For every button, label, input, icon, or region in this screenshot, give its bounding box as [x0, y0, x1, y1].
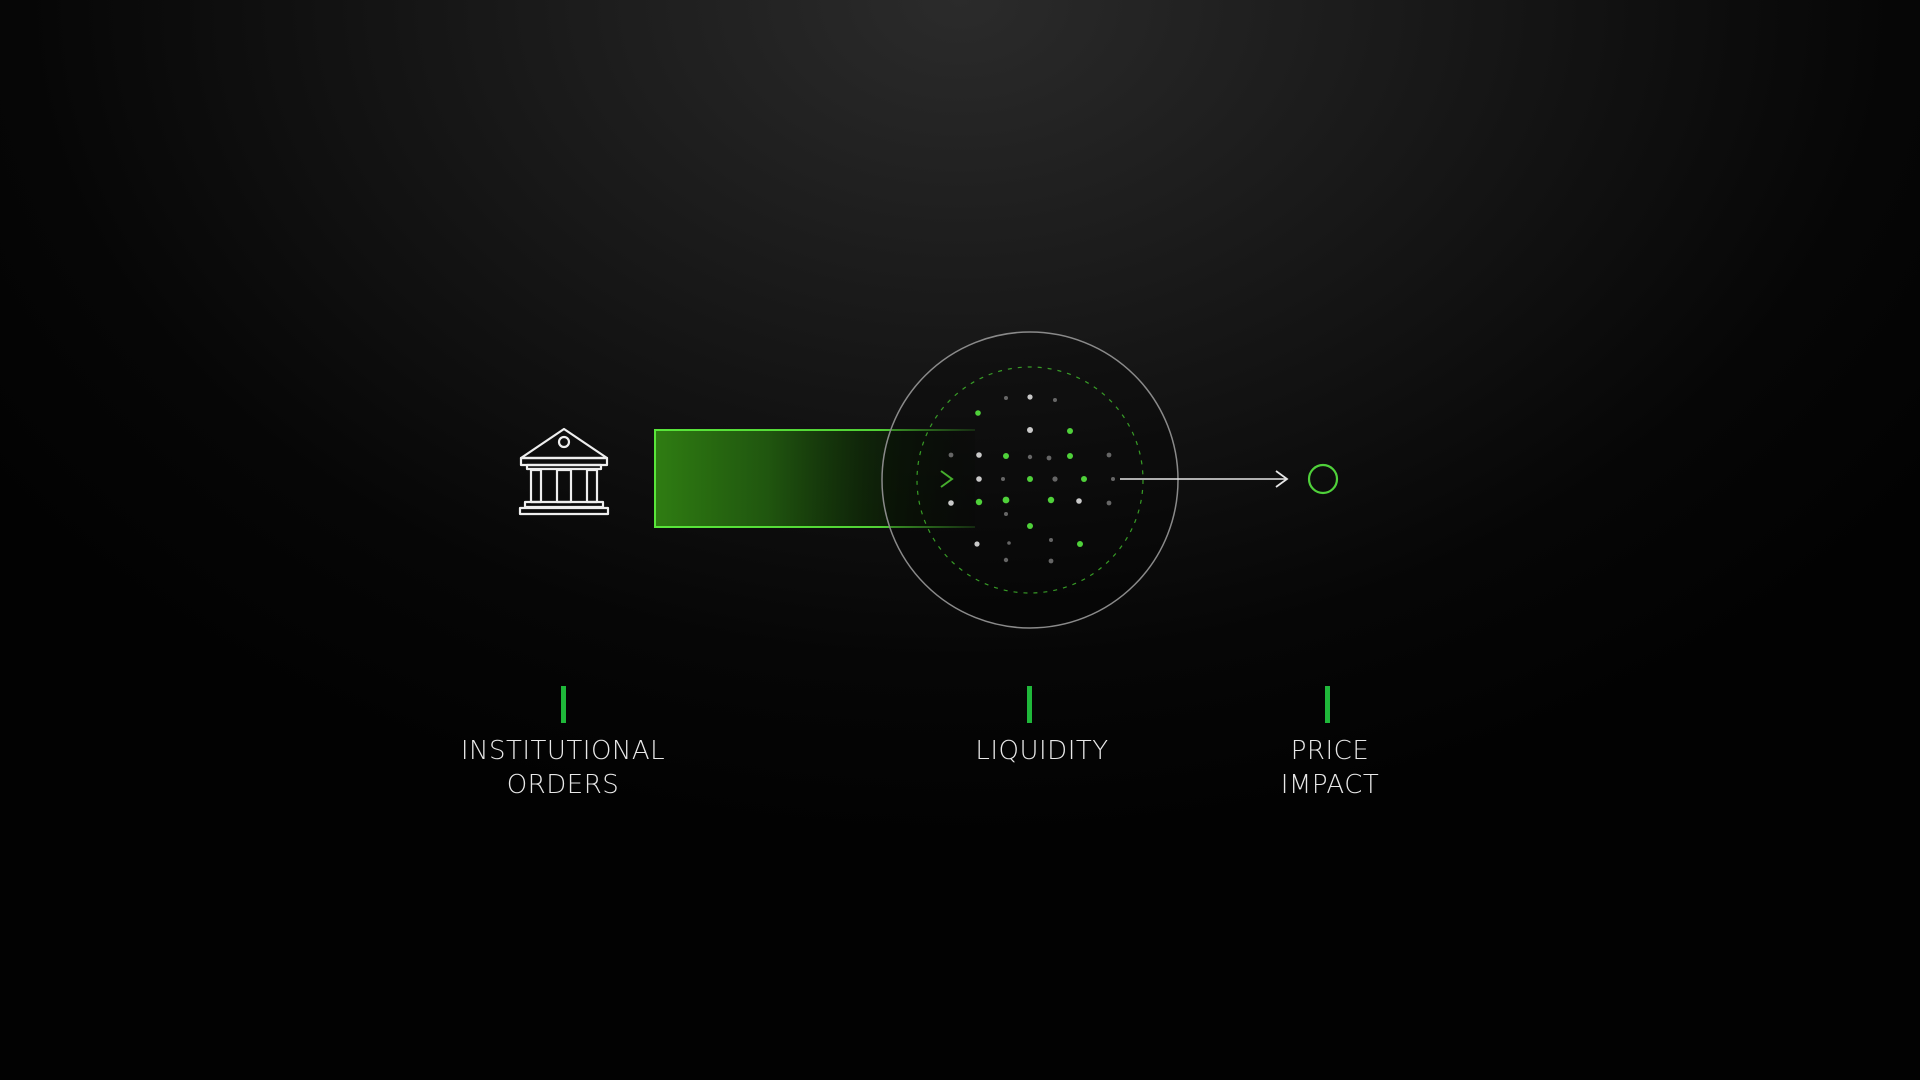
bank-building-icon	[518, 427, 610, 516]
liquidity-particle	[1002, 496, 1010, 504]
liquidity-particle	[1027, 476, 1033, 482]
liquidity-particle	[1046, 455, 1052, 461]
liquidity-particle	[1003, 557, 1009, 563]
liquidity-label-line1: LIQUIDITY	[975, 736, 1109, 766]
liquidity-particle	[1001, 477, 1005, 481]
price-impact-label-line1: PRICE	[1290, 736, 1370, 766]
liquidity-label: LIQUIDITY	[892, 734, 1192, 768]
institutional-orders-label: INSTITUTIONAL ORDERS	[413, 734, 713, 802]
liquidity-particle	[1048, 558, 1054, 564]
institutional-label-line1: INSTITUTIONAL	[460, 736, 666, 766]
liquidity-particle	[948, 500, 954, 506]
price-impact-tick	[1325, 686, 1330, 723]
liquidity-particle	[1004, 512, 1008, 516]
circle-outline-icon	[1307, 463, 1339, 495]
liquidity-particle	[1027, 394, 1033, 400]
liquidity-particle	[1007, 541, 1011, 545]
institutional-tick	[561, 686, 566, 723]
liquidity-particle	[1027, 427, 1033, 433]
arrow-right-icon	[825, 470, 954, 488]
liquidity-particle	[976, 452, 982, 458]
liquidity-particle	[1027, 454, 1033, 460]
order-flow-bar	[654, 429, 975, 528]
liquidity-particle	[1106, 452, 1112, 458]
liquidity-particle	[1106, 500, 1112, 506]
liquidity-particle	[1003, 453, 1009, 459]
liquidity-particle	[975, 498, 983, 506]
impact-arrow	[1120, 470, 1289, 488]
liquidity-particle	[1111, 477, 1115, 481]
liquidity-inner-dashed-circle	[916, 366, 1144, 594]
liquidity-particle	[976, 476, 982, 482]
liquidity-particle	[1067, 453, 1073, 459]
liquidity-tick	[1027, 686, 1032, 723]
institutional-label-line2: ORDERS	[506, 770, 620, 800]
liquidity-particle	[1047, 496, 1055, 504]
liquidity-particle	[974, 541, 980, 547]
liquidity-particle	[1004, 396, 1008, 400]
liquidity-particle	[1081, 476, 1087, 482]
liquidity-particle	[1077, 541, 1083, 547]
price-impact-label-line2: IMPACT	[1280, 770, 1380, 800]
liquidity-particle	[948, 452, 954, 458]
liquidity-particles	[948, 394, 1115, 564]
liquidity-particle	[1052, 476, 1058, 482]
liquidity-particle	[1067, 428, 1073, 434]
liquidity-particle	[1053, 398, 1057, 402]
liquidity-particle	[1049, 538, 1053, 542]
liquidity-particle	[1076, 498, 1082, 504]
liquidity-particle	[1027, 523, 1033, 529]
price-impact-label: PRICE IMPACT	[1180, 734, 1480, 802]
liquidity-particle	[975, 410, 981, 416]
